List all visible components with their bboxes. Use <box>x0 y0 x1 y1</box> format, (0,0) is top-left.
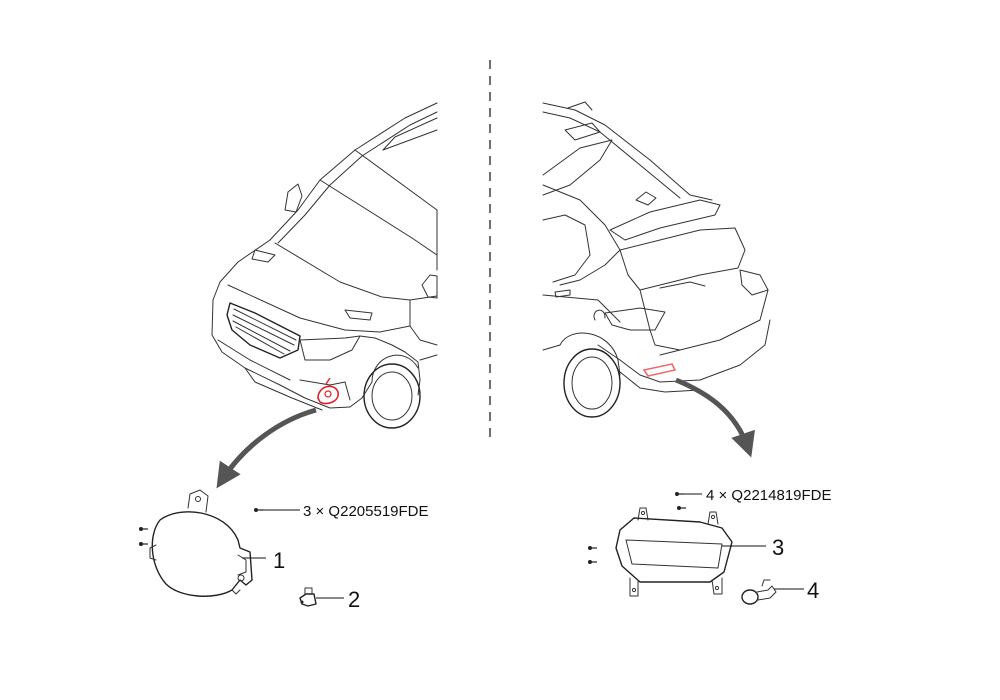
screw-icon <box>677 506 686 510</box>
front-fog-lamp-assembly <box>139 489 263 597</box>
screw-icon <box>675 492 684 496</box>
part-number-3: 3 <box>772 535 784 560</box>
rear-fog-lamp-assembly <box>588 492 733 597</box>
front-vehicle-illustration <box>211 102 438 429</box>
rear-vehicle-illustration <box>542 101 771 418</box>
rear-fog-lamp-highlight <box>642 363 677 377</box>
part-number-4: 4 <box>807 578 819 603</box>
part-number-2: 2 <box>348 587 360 612</box>
screw-icon <box>588 560 597 564</box>
front-bulb-icon <box>299 587 317 607</box>
rear-bulb-icon <box>741 579 777 605</box>
screw-icon <box>254 508 263 512</box>
screw-icon <box>588 546 597 550</box>
front-fastener-note: 3 × Q2205519FDE <box>303 503 429 520</box>
rear-fastener-note: 4 × Q2214819FDE <box>706 487 832 504</box>
front-callout-arrow <box>216 407 317 489</box>
screw-icon <box>139 527 148 531</box>
front-fog-lamp-highlight <box>317 385 339 405</box>
part-number-1: 1 <box>273 548 285 573</box>
screw-icon <box>139 542 148 546</box>
rear-callout-arrow <box>675 377 755 458</box>
